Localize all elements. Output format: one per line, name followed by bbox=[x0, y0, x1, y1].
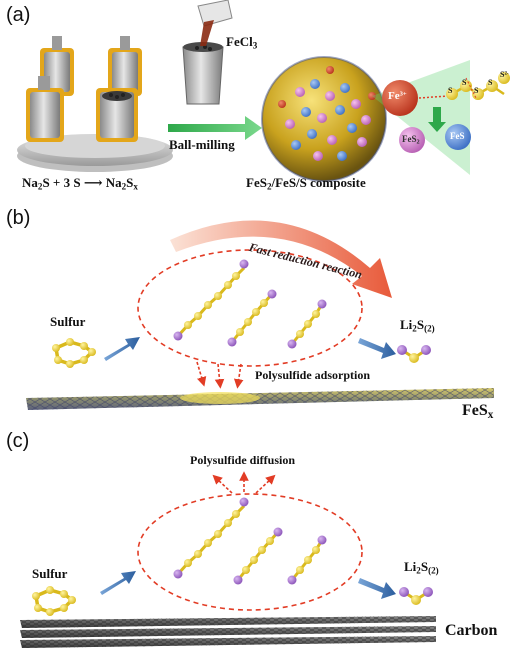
li2s-label-b: Li2S(2) bbox=[400, 317, 435, 333]
polysulfide-adsorption-label: Polysulfide adsorption bbox=[255, 368, 371, 382]
reaction-product-sx-sub: x bbox=[133, 181, 138, 192]
fes-sphere-label: FeS bbox=[450, 131, 465, 141]
panel-b-label: (b) bbox=[6, 207, 31, 229]
composite-sphere bbox=[261, 56, 387, 182]
fes2-text: FeS bbox=[402, 134, 417, 144]
li2s-b-sub2: (2) bbox=[424, 323, 435, 334]
li2s-c-sub2: (2) bbox=[428, 565, 439, 576]
carbon-label: Carbon bbox=[445, 622, 498, 639]
li2s-molecule-b bbox=[397, 345, 431, 363]
reaction-na-sub: 2 bbox=[37, 181, 43, 192]
ball-mill-machine bbox=[17, 36, 173, 172]
reaction-arrow-icon: ⟶ bbox=[80, 175, 106, 190]
fes2-sub: 2 bbox=[416, 138, 420, 146]
fe-charge: 3+ bbox=[399, 90, 407, 98]
polysulfide-to-li2s-arrow-c bbox=[358, 578, 396, 599]
reaction-mid: S + 3 S bbox=[42, 175, 81, 190]
polysulfide-chain-short-c bbox=[287, 535, 327, 585]
polysulfide-chain-mid bbox=[227, 289, 277, 347]
panel-c-label: (c) bbox=[6, 430, 30, 452]
sulfur-to-polysulfide-arrow-b bbox=[104, 337, 140, 361]
chain-s-5: S2- bbox=[500, 70, 508, 79]
ball-milling-arrow bbox=[168, 116, 262, 140]
sulfur-label-c: Sulfur bbox=[32, 566, 68, 581]
fecl3-subscript: 3 bbox=[252, 40, 258, 51]
fes2-sphere bbox=[399, 127, 425, 153]
fesx-sub: x bbox=[487, 408, 494, 421]
chain-s-1: S bbox=[448, 86, 453, 95]
reaction-product-s: S bbox=[126, 175, 134, 190]
ball-milling-label: Ball-milling bbox=[169, 137, 235, 152]
fecl3-text: FeCl bbox=[226, 34, 253, 49]
panel-a-label: (a) bbox=[6, 4, 31, 26]
polysulfide-chain-mid-c bbox=[233, 527, 283, 585]
fesx-label: FeSx bbox=[462, 402, 493, 421]
sulfur-ring-c bbox=[32, 586, 76, 616]
li2s-b-s: S bbox=[416, 317, 425, 332]
chain-s-3: S bbox=[474, 86, 479, 95]
fes-sphere bbox=[445, 124, 471, 150]
polysulfide-diffusion-label: Polysulfide diffusion bbox=[190, 453, 296, 467]
carbon-substrate bbox=[20, 616, 436, 648]
composite-fes: FeS bbox=[246, 175, 267, 190]
sulfur-ring-b bbox=[52, 338, 96, 368]
li2s-c-s: S bbox=[420, 559, 429, 574]
diffusion-arrows bbox=[212, 471, 276, 494]
chain-s-5-text: S bbox=[500, 70, 505, 79]
polysulfide-region-ellipse-c bbox=[137, 493, 363, 611]
polysulfide-region-ellipse bbox=[137, 249, 363, 367]
chain-s-2: S bbox=[462, 78, 467, 87]
polysulfide-chain-long-c bbox=[173, 497, 249, 579]
milling-jar-front-left bbox=[26, 76, 64, 142]
fecl3-beaker bbox=[182, 0, 233, 105]
fe-text: Fe bbox=[388, 90, 400, 102]
li2s-b-sub: 2 bbox=[412, 323, 417, 334]
li2s-molecule-c bbox=[399, 587, 433, 605]
milling-jar-back-right bbox=[108, 36, 142, 96]
fes2-sphere-label: FeS2 bbox=[402, 134, 420, 146]
fast-reduction-arc-arrow bbox=[170, 220, 392, 298]
conversion-arrow bbox=[428, 107, 446, 132]
composite-rest: /FeS/S composite bbox=[271, 175, 366, 190]
reaction-product-na-sub: 2 bbox=[121, 181, 127, 192]
reaction-equation: Na2S + 3 S ⟶ Na2Sx bbox=[22, 175, 138, 191]
reaction-product-na: Na bbox=[105, 175, 122, 190]
milling-jar-front-right-open bbox=[96, 88, 138, 142]
composite-label: FeS2/FeS/S composite bbox=[246, 175, 366, 191]
fesx-substrate bbox=[26, 388, 494, 410]
fe3-ion-sphere bbox=[382, 80, 418, 116]
sulfur-to-polysulfide-arrow-c bbox=[100, 571, 136, 595]
li2s-label-c: Li2S(2) bbox=[404, 559, 439, 575]
adsorption-arrows bbox=[196, 361, 244, 389]
polysulfide-chain-long bbox=[173, 259, 249, 341]
fecl3-label: FeCl3 bbox=[226, 34, 257, 50]
li2s-c-li: Li bbox=[404, 559, 417, 574]
fe-s-dotted-link bbox=[418, 95, 449, 99]
chain-s-4: S bbox=[488, 78, 493, 87]
composite-particles bbox=[278, 66, 376, 161]
polysulfide-chain-a bbox=[446, 72, 510, 100]
reaction-na: Na bbox=[22, 175, 38, 190]
fe3-ion-label: Fe3+ bbox=[388, 90, 407, 102]
composite-fes2-sub: 2 bbox=[266, 181, 272, 192]
chain-end-charge: 2- bbox=[504, 71, 509, 77]
li2s-b-li: Li bbox=[400, 317, 413, 332]
polysulfide-to-li2s-arrow-b bbox=[358, 338, 396, 359]
polysulfide-chain-short bbox=[287, 299, 327, 349]
li2s-c-sub: 2 bbox=[416, 565, 421, 576]
fesx-text: FeS bbox=[462, 402, 488, 419]
sulfur-label-b: Sulfur bbox=[50, 314, 86, 329]
